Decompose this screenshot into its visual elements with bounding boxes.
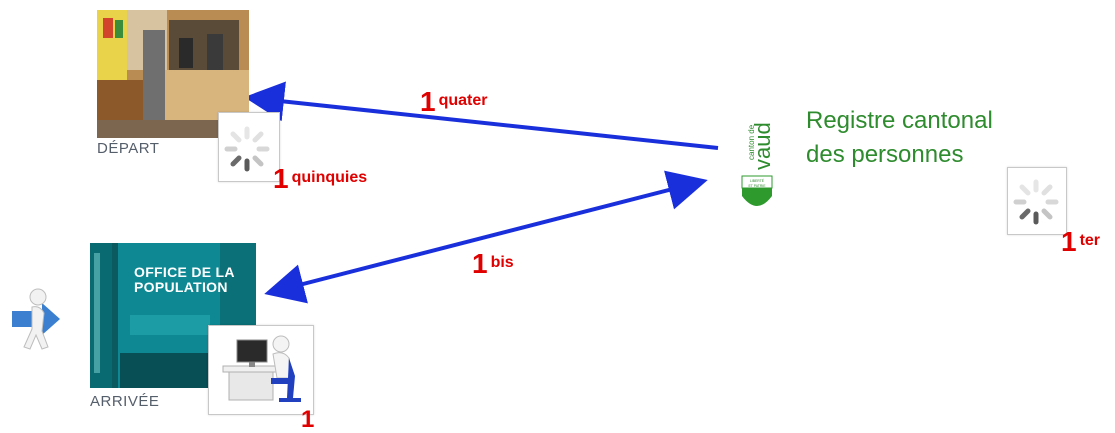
svg-text:vaud: vaud <box>750 122 775 170</box>
arrivee-photo: OFFICE DE LA POPULATION <box>90 243 256 388</box>
person-at-computer-icon <box>222 335 301 402</box>
loading-spinner-icon <box>1013 179 1059 225</box>
registre-loading-box <box>1007 167 1067 235</box>
arrivee-caption: ARRIVÉE <box>90 393 160 410</box>
walking-person-arrow-icon <box>8 285 72 355</box>
svg-text:LIBERTÉ: LIBERTÉ <box>750 178 765 183</box>
vaud-shield-icon: canton de vaud LIBERTÉ ET PATRIE <box>741 122 775 206</box>
registre-line1: Registre cantonal <box>806 107 993 134</box>
loading-spinner-icon <box>224 126 270 172</box>
label-step-1: 1 <box>301 406 315 433</box>
arrivee-computer-box <box>208 325 314 415</box>
registre-line2: des personnes <box>806 141 964 168</box>
svg-text:ET PATRIE: ET PATRIE <box>749 184 767 188</box>
depart-loading-box <box>218 112 280 182</box>
depart-photo <box>97 10 249 138</box>
svg-text:canton de: canton de <box>747 124 756 160</box>
vaud-logo: canton de vaud LIBERTÉ ET PATRIE <box>732 98 782 218</box>
arrow-bis <box>264 170 708 304</box>
depart-caption: DÉPART <box>97 140 160 157</box>
office-sign-line2: POPULATION <box>134 279 228 295</box>
arrow-quater <box>244 81 719 150</box>
office-sign-line1: OFFICE DE LA <box>134 264 235 280</box>
